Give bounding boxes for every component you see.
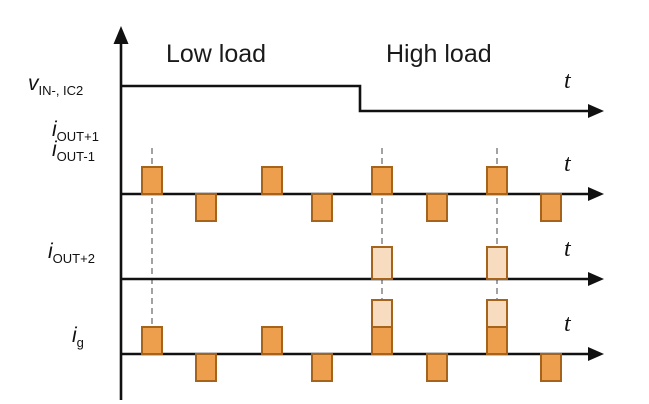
current-pulse bbox=[371, 326, 393, 355]
step-waveform bbox=[121, 84, 590, 113]
current-pulse bbox=[141, 166, 163, 195]
signal-symbol: i bbox=[72, 324, 77, 347]
signal-label-vin-ic2: vIN-, IC2 bbox=[28, 72, 83, 98]
signal-label-iout-plus2: iOUT+2 bbox=[48, 240, 95, 266]
current-pulse bbox=[371, 246, 393, 280]
current-pulse bbox=[486, 326, 508, 355]
time-axis-label-row3: t bbox=[564, 236, 571, 262]
region-label-low-load: Low load bbox=[166, 40, 267, 68]
current-pulse bbox=[141, 326, 163, 355]
signal-subscript: g bbox=[76, 335, 84, 350]
region-label-high-load: High load bbox=[386, 40, 492, 68]
current-pulse bbox=[261, 326, 283, 355]
current-pulse bbox=[371, 166, 393, 195]
signal-symbol: i bbox=[52, 138, 57, 161]
time-axis-label-row2: t bbox=[564, 151, 571, 177]
signal-subscript: OUT+1 bbox=[56, 129, 99, 144]
signal-symbol: i bbox=[52, 118, 57, 141]
time-axis-arrowhead bbox=[588, 347, 604, 361]
time-axis-arrowhead bbox=[588, 104, 604, 118]
current-pulse bbox=[311, 193, 333, 222]
current-pulse bbox=[195, 353, 217, 382]
current-pulse bbox=[540, 353, 562, 382]
signal-subscript: IN-, IC2 bbox=[38, 83, 84, 98]
current-pulse bbox=[426, 353, 448, 382]
current-pulse bbox=[486, 166, 508, 195]
current-pulse bbox=[486, 246, 508, 280]
vertical-axis-arrowhead bbox=[113, 26, 129, 44]
current-pulse bbox=[426, 193, 448, 222]
time-axis-label-row1: t bbox=[564, 68, 571, 94]
time-axis-arrowhead bbox=[588, 272, 604, 286]
signal-subscript: OUT+2 bbox=[52, 251, 95, 266]
current-pulse bbox=[540, 193, 562, 222]
current-pulse bbox=[261, 166, 283, 195]
current-pulse bbox=[311, 353, 333, 382]
time-axis-label-row4: t bbox=[564, 311, 571, 337]
current-pulse bbox=[486, 299, 508, 328]
signal-symbol: v bbox=[28, 72, 39, 95]
time-axis-arrowhead bbox=[588, 187, 604, 201]
current-pulse bbox=[195, 193, 217, 222]
current-pulse bbox=[371, 299, 393, 328]
signal-subscript: OUT-1 bbox=[56, 149, 95, 164]
signal-label-iout-plus1: iOUT+1 bbox=[52, 118, 99, 144]
signal-label-iout-minus1: iOUT-1 bbox=[52, 138, 95, 164]
signal-symbol: i bbox=[48, 240, 53, 263]
signal-label-ig: ig bbox=[72, 324, 84, 350]
